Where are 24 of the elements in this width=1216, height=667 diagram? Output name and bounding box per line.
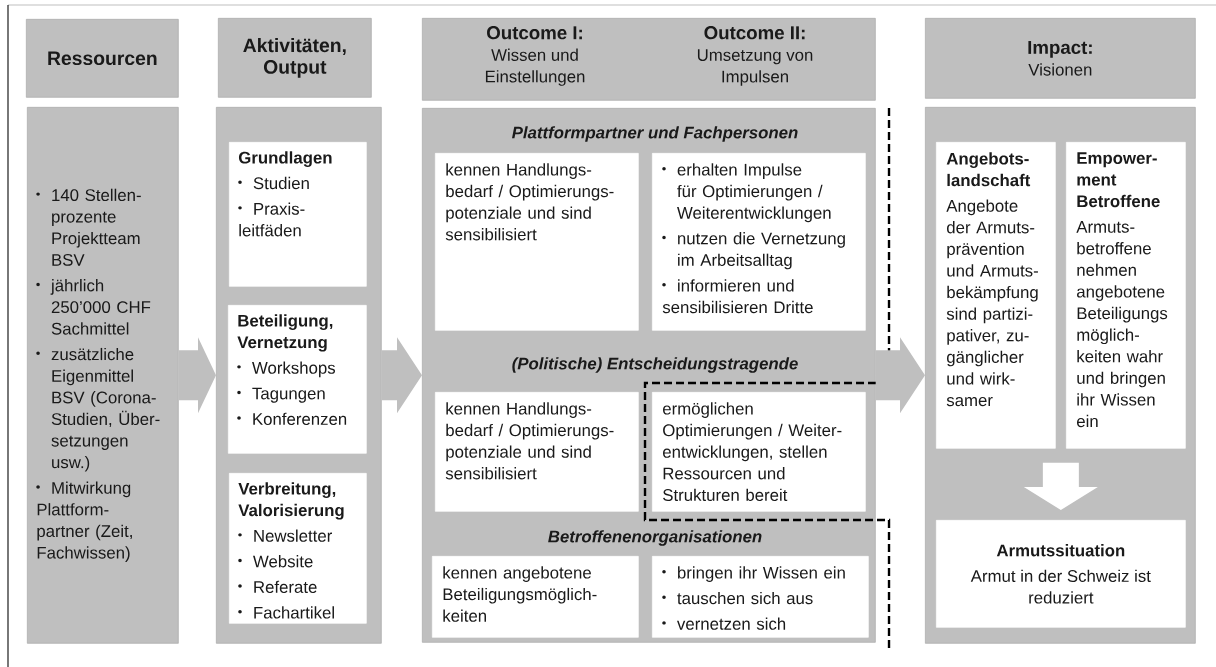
block-arrow [381,337,422,414]
group-heading: (Politische) Entscheidungstragende [512,357,798,373]
block-arrow [875,337,925,414]
text-card: Beteiligung, Vernetzung Workshops Tagungen Konferenzen [228,305,367,454]
text-card: Empower- ment Betroffene Armuts- betroffene nehmen angebotene Beteiligungs möglich- keiten wahr und bringen ihr Wissen ein [1066,142,1186,449]
column-header: Impact: Visionen [925,18,1196,99]
text-card: kennen Handlungs- bedarf / Optimierungs- potenziale und sind sensibilisiert [435,153,639,331]
group-heading: Plattformpartner und Fachpersonen [512,126,798,142]
column-box: 140 Stellen- prozente Projektteam BSV jährlich 250’000 CHF Sachmittel zusätzliche Eigenmittel BSV (Corona-Studien, Über- setzungen usw.) Mitwirkung Plattform- partner (Zeit, Fachwissen) [27,107,179,644]
group-heading: Betroffenenorganisationen [548,530,762,546]
text-card: Armutssituation Armut in der Schweiz ist reduziert [936,520,1186,628]
text-card: erhalten Impulse für Optimierungen / Weiterentwicklungen nutzen die Vernetzung im Arbeitsalltag informieren und sensibilisieren Dritte [652,153,866,331]
column-header: Ressourcen [26,19,179,98]
text-card: kennen angebotene Beteiligungsmöglich- keiten [432,556,639,638]
text-card: ermöglichen Optimierungen / Weiter- entwicklungen, stellen Ressourcen und Strukturen bereit [652,392,866,512]
column-header: Outcome I: Wissen und Einstellungen Outcome II: Umsetzung von Impulsen [422,18,876,101]
block-arrow [178,337,216,414]
text-card: bringen ihr Wissen ein tauschen sich aus vernetzen sich [652,556,869,638]
text-card: Grundlagen Studien Praxis- leitfäden [229,142,367,287]
text-card: kennen Handlungs- bedarf / Optimierungs- potenziale und sind sensibilisiert [435,392,639,512]
text-card: Verbreitung, Valorisierung Newsletter Website Referate Fachartikel [229,473,367,624]
column-header: Aktivitäten, Output [218,18,372,98]
text-card: Angebots- landschaft Angebote der Armuts- prävention und Armuts- bekämpfung sind partizi- pativer, zu- gänglicher und wirk- samer [936,142,1056,449]
block-arrow [1023,462,1098,510]
